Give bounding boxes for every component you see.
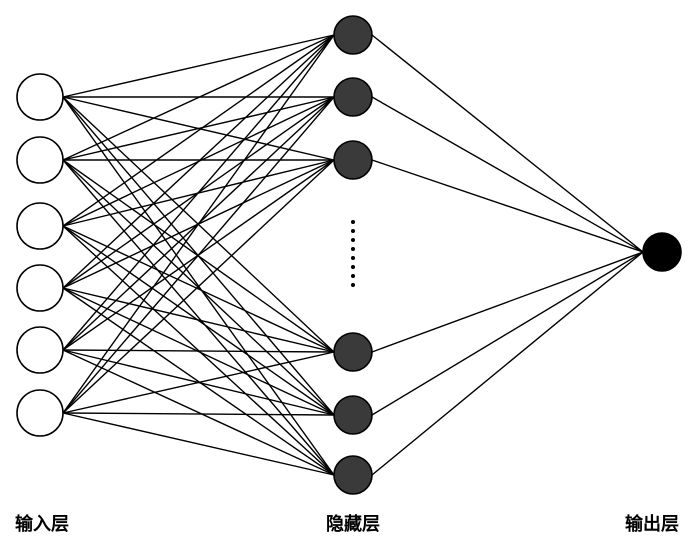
hidden-node-2	[333, 77, 373, 117]
edge-input-2-hidden-6	[62, 159, 335, 476]
edge-input-4-hidden-6	[62, 287, 335, 476]
ellipsis-dot	[351, 283, 355, 287]
edge-hidden-3-output	[371, 159, 644, 253]
edge-input-3-hidden-4	[62, 225, 335, 353]
ellipsis-dot	[351, 274, 355, 278]
edge-input-2-hidden-2	[62, 96, 335, 161]
ellipsis-dot	[351, 265, 355, 269]
input-node-2	[16, 136, 64, 184]
ellipsis-dot	[351, 247, 355, 251]
input-layer-label: 输入层	[15, 513, 69, 535]
edge-input-6-hidden-4	[62, 351, 335, 414]
input-node-3	[16, 202, 64, 250]
connection-lines	[62, 34, 644, 476]
hidden-node-1	[333, 15, 373, 55]
edge-input-4-hidden-4	[62, 287, 335, 353]
edge-input-6-hidden-2	[62, 96, 335, 414]
edge-input-6-hidden-6	[62, 412, 335, 476]
input-node-4	[16, 264, 64, 312]
edge-input-2-hidden-5	[62, 159, 335, 416]
ellipsis-dot	[351, 220, 355, 224]
input-node-1	[16, 73, 64, 121]
edge-hidden-6-output	[371, 251, 644, 476]
edge-input-5-hidden-4	[62, 349, 335, 353]
edge-input-5-hidden-6	[62, 349, 335, 476]
hidden-layer-label: 隐藏层	[326, 514, 380, 535]
ellipsis-dot	[351, 238, 355, 242]
ellipsis-dot	[351, 256, 355, 260]
edge-hidden-5-output	[371, 251, 644, 416]
hidden-node-5	[333, 395, 373, 435]
edge-hidden-2-output	[371, 96, 644, 253]
edge-input-2-hidden-1	[62, 34, 335, 161]
output-node	[642, 232, 682, 272]
hidden-node-6	[333, 455, 373, 495]
network-nodes	[16, 15, 682, 495]
hidden-node-3	[333, 140, 373, 180]
edge-input-6-hidden-5	[62, 412, 335, 416]
edge-input-5-hidden-1	[62, 34, 335, 351]
output-layer-label: 输出层	[625, 513, 679, 535]
edge-hidden-4-output	[371, 251, 644, 353]
input-node-6	[16, 389, 64, 437]
edge-hidden-1-output	[371, 34, 644, 253]
edge-input-6-hidden-1	[62, 34, 335, 414]
hidden-node-4	[333, 332, 373, 372]
ellipsis-dot	[351, 229, 355, 233]
edge-input-4-hidden-1	[62, 34, 335, 289]
input-node-5	[16, 326, 64, 374]
hidden-layer-ellipsis	[351, 220, 355, 287]
edge-input-3-hidden-1	[62, 34, 335, 227]
edge-input-6-hidden-3	[62, 159, 335, 414]
edge-input-1-hidden-1	[62, 34, 335, 98]
